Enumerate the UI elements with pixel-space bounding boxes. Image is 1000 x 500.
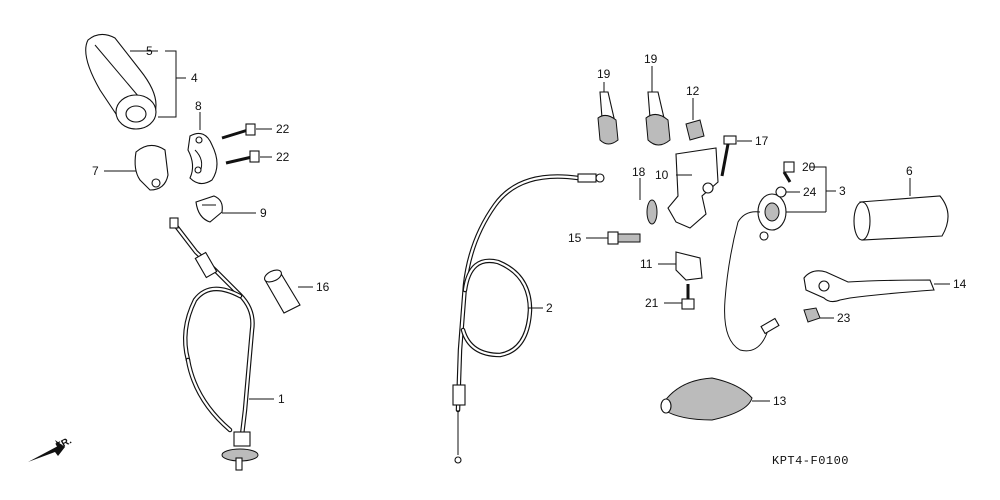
callout-6: 6 xyxy=(906,164,913,178)
throttle-grip-part xyxy=(85,33,157,130)
band-19a-part xyxy=(597,91,619,145)
bolt-15-part xyxy=(607,231,641,245)
band-19b-part xyxy=(645,91,671,146)
callout-16: 16 xyxy=(316,280,330,294)
clamp-11-part xyxy=(675,251,703,281)
callout-1: 1 xyxy=(278,392,285,406)
callout-15: 15 xyxy=(568,231,582,245)
callout-4: 4 xyxy=(191,71,198,85)
nut-24-part xyxy=(775,186,787,198)
callout-24: 24 xyxy=(803,185,817,199)
cable-holder-part xyxy=(195,195,223,223)
pivot-bolt-17-part xyxy=(720,135,737,177)
front-direction-arrow-icon xyxy=(28,440,65,462)
washer-18-part xyxy=(646,199,658,225)
screw-22b-part xyxy=(225,150,260,165)
screw-22a-part xyxy=(221,123,256,140)
cap-12-part xyxy=(685,119,705,141)
callout-23: 23 xyxy=(837,311,851,325)
throttle-cable-part xyxy=(169,217,259,471)
screw-20-part xyxy=(782,161,795,183)
callout-19b: 19 xyxy=(644,52,658,66)
callout-21: 21 xyxy=(645,296,659,310)
bolt-21-part xyxy=(681,284,695,310)
callout-19a: 19 xyxy=(597,67,611,81)
left-grip-6-part xyxy=(853,195,949,241)
lever-bracket-10-part xyxy=(667,147,719,229)
callout-7: 7 xyxy=(92,164,99,178)
callout-8: 8 xyxy=(195,99,202,113)
clutch-cable-part xyxy=(452,173,605,464)
clutch-lever-14-part xyxy=(803,270,935,303)
throttle-housing-lower-part xyxy=(134,144,169,191)
callout-22a: 22 xyxy=(276,122,290,136)
diagram-code: KPT4-F0100 xyxy=(772,454,849,468)
nut-23-part xyxy=(803,307,821,323)
front-marker-label: FR. xyxy=(54,435,74,452)
switch-assembly-3-part xyxy=(724,193,787,352)
callout-17: 17 xyxy=(755,134,769,148)
callout-22b: 22 xyxy=(276,150,290,164)
callout-18: 18 xyxy=(632,165,646,179)
callout-12: 12 xyxy=(686,84,700,98)
callout-13: 13 xyxy=(773,394,787,408)
callout-10: 10 xyxy=(655,168,669,182)
lever-boot-13-part xyxy=(660,377,753,421)
sleeve-part xyxy=(264,269,301,314)
throttle-housing-upper-part xyxy=(187,132,218,185)
callout-3: 3 xyxy=(839,184,846,198)
callout-20: 20 xyxy=(802,160,816,174)
callout-11: 11 xyxy=(640,257,653,271)
callout-14: 14 xyxy=(953,277,967,291)
callout-9: 9 xyxy=(260,206,267,220)
callout-5: 5 xyxy=(146,44,153,58)
callout-2: 2 xyxy=(546,301,553,315)
